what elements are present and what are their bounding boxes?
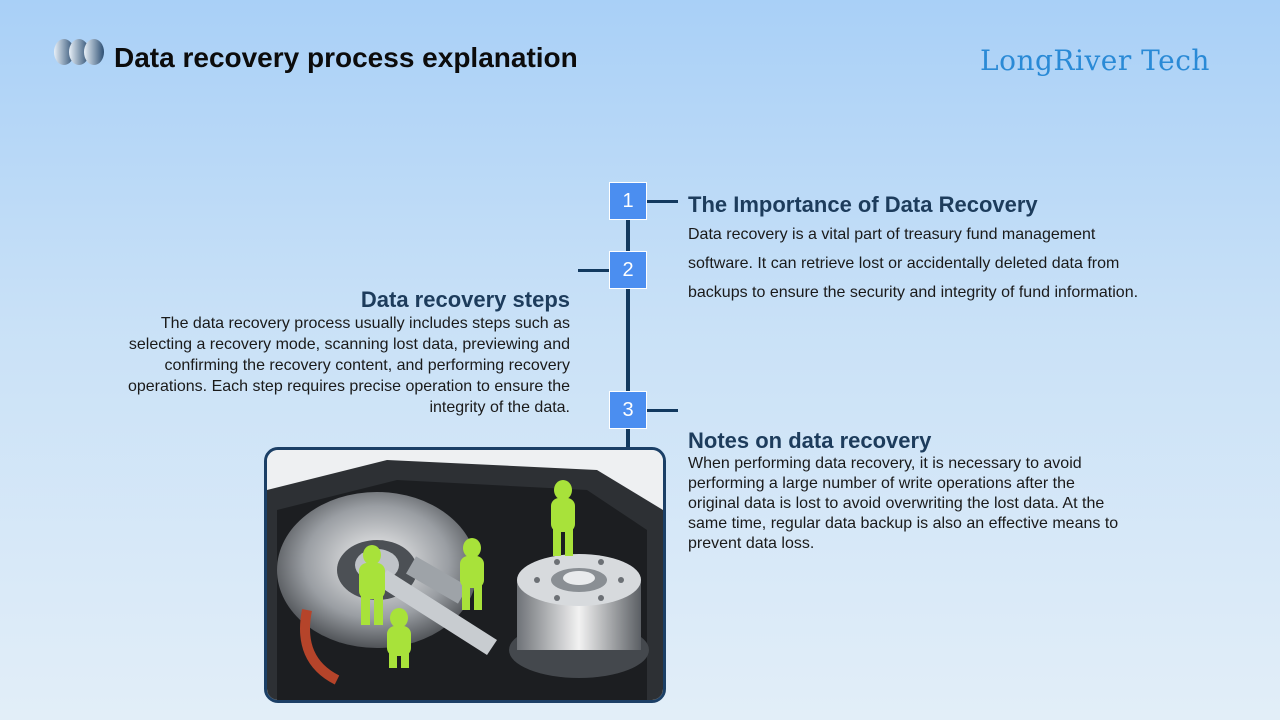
- logo-dots-icon: [54, 39, 104, 65]
- brand-name: LongRiver Tech: [980, 44, 1210, 77]
- step-2-title: Data recovery steps: [360, 287, 570, 312]
- connector-2: [578, 269, 610, 272]
- step-3-title: Notes on data recovery: [688, 428, 932, 453]
- step-2-body: The data recovery process usually includ…: [127, 315, 570, 416]
- page-title: Data recovery process explanation: [114, 42, 578, 73]
- step-3-body: When performing data recovery, it is nec…: [688, 455, 1119, 552]
- connector-1: [646, 200, 678, 203]
- step-number-3: 3: [609, 391, 647, 429]
- hard-drive-recovery-image: [267, 450, 663, 700]
- step-number-2: 2: [609, 251, 647, 289]
- step-1-title: The Importance of Data Recovery: [688, 192, 1038, 217]
- hard-drive-photo: [264, 447, 666, 703]
- step-number-1: 1: [609, 182, 647, 220]
- step-1-body: Data recovery is a vital part of treasur…: [688, 226, 1139, 301]
- connector-3: [646, 409, 678, 412]
- timeline-line: [626, 200, 630, 460]
